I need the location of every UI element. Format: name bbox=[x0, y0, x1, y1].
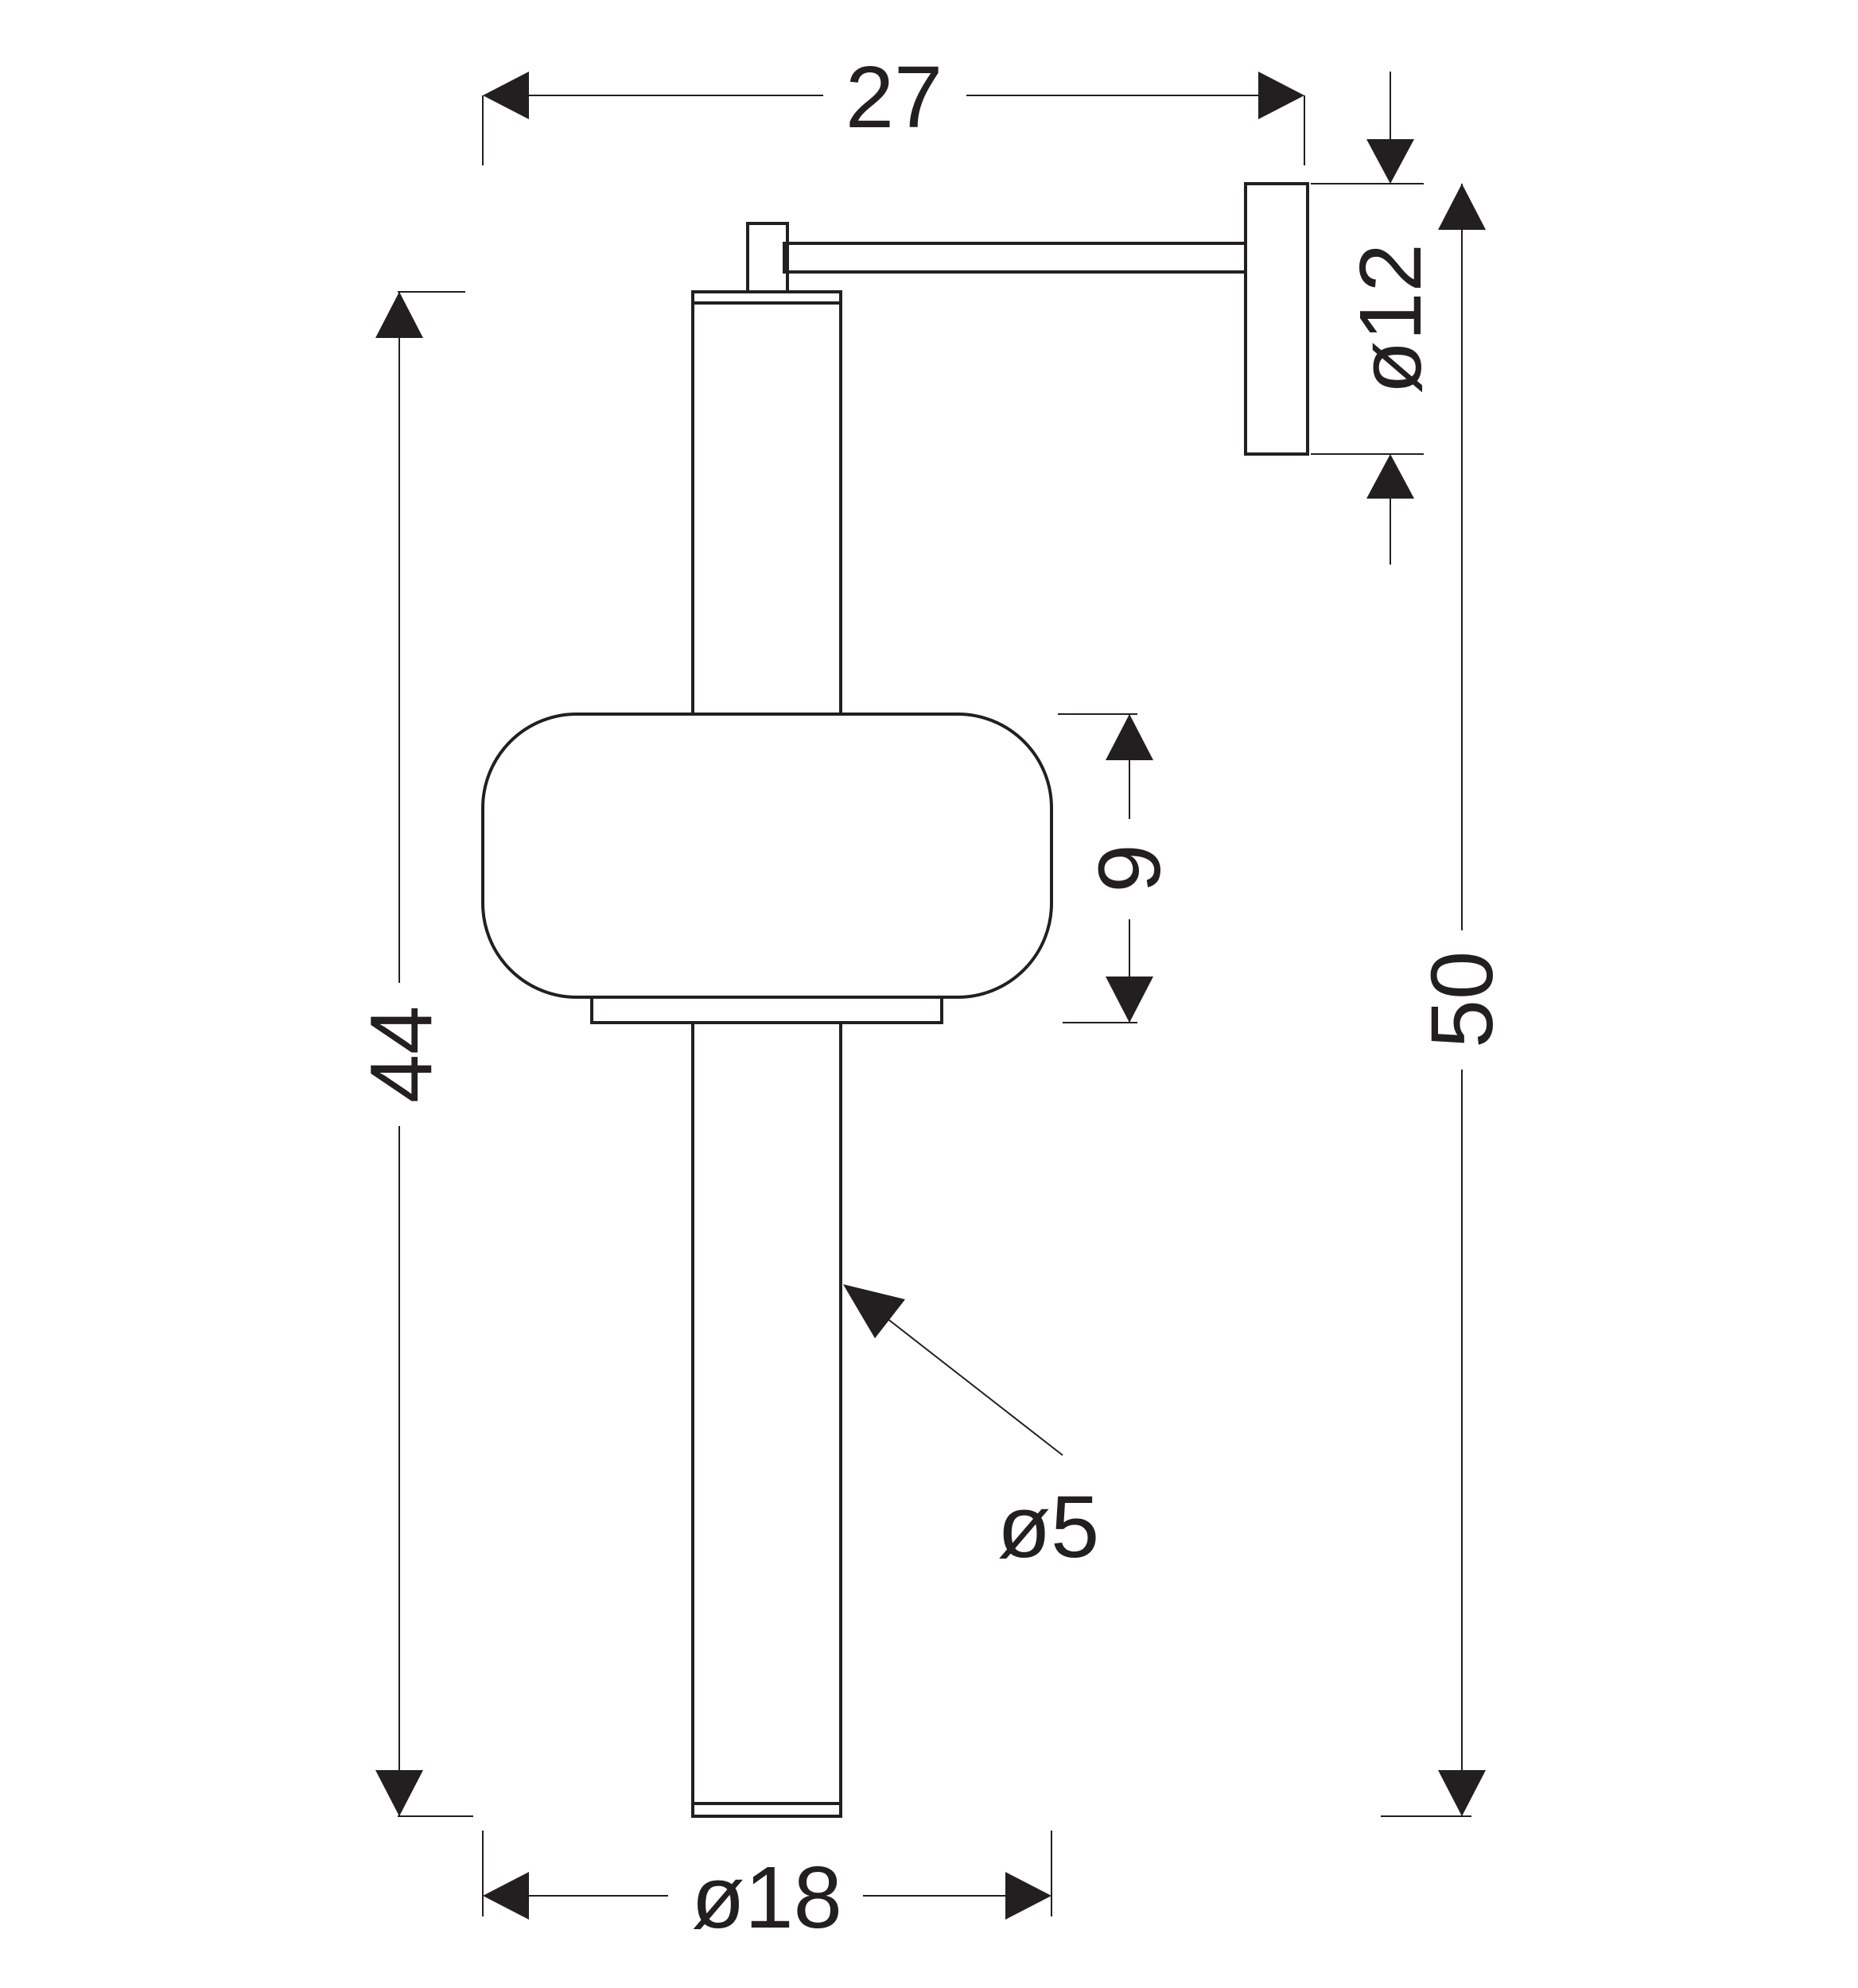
dimension-label-tube-diameter: ø5 bbox=[997, 1478, 1099, 1576]
dimension-label-total-height: 50 bbox=[1413, 951, 1511, 1048]
dimension-tube-diameter: ø5 bbox=[843, 1284, 1099, 1576]
dimension-label-base-diameter: ø12 bbox=[1342, 243, 1440, 394]
arrow-right-icon bbox=[1005, 1872, 1051, 1920]
arrow-left-icon bbox=[483, 72, 529, 119]
dimension-shade-height: 9 bbox=[1058, 713, 1179, 1023]
wall-mount-plate bbox=[1244, 182, 1309, 456]
arrow-down-icon bbox=[1366, 139, 1414, 184]
dimension-base-diameter: ø12 bbox=[1311, 72, 1440, 565]
dimension-total-height: 50 bbox=[1381, 184, 1511, 1817]
dimension-label-width-top: 27 bbox=[845, 49, 943, 146]
lower-tube bbox=[691, 1021, 842, 1818]
dimension-width-top: 27 bbox=[482, 49, 1305, 165]
swing-arm bbox=[783, 242, 1247, 274]
arrow-up-icon bbox=[1438, 184, 1486, 230]
arrow-leader-icon bbox=[843, 1284, 905, 1338]
arrow-down-icon bbox=[375, 1770, 423, 1816]
dimension-label-shade-diameter: ø18 bbox=[691, 1849, 842, 1947]
arm-joint bbox=[746, 222, 789, 293]
arrow-left-icon bbox=[483, 1872, 529, 1920]
upper-tube bbox=[691, 290, 842, 716]
arrow-up-icon bbox=[375, 292, 423, 338]
arrow-right-icon bbox=[1258, 72, 1304, 119]
arrow-down-icon bbox=[1106, 977, 1153, 1023]
arrow-down-icon bbox=[1438, 1770, 1486, 1816]
glass-shade bbox=[481, 712, 1053, 999]
wall-lamp bbox=[481, 182, 1309, 1818]
dimension-shade-diameter: ø18 bbox=[482, 1831, 1052, 1947]
dimension-tube-height: 44 bbox=[352, 291, 473, 1817]
arrow-up-icon bbox=[1106, 714, 1153, 760]
dimension-label-shade-height: 9 bbox=[1081, 844, 1179, 892]
dimension-label-tube-height: 44 bbox=[352, 1006, 450, 1103]
arrow-up-icon bbox=[1366, 454, 1414, 499]
shade-ring bbox=[590, 996, 943, 1024]
